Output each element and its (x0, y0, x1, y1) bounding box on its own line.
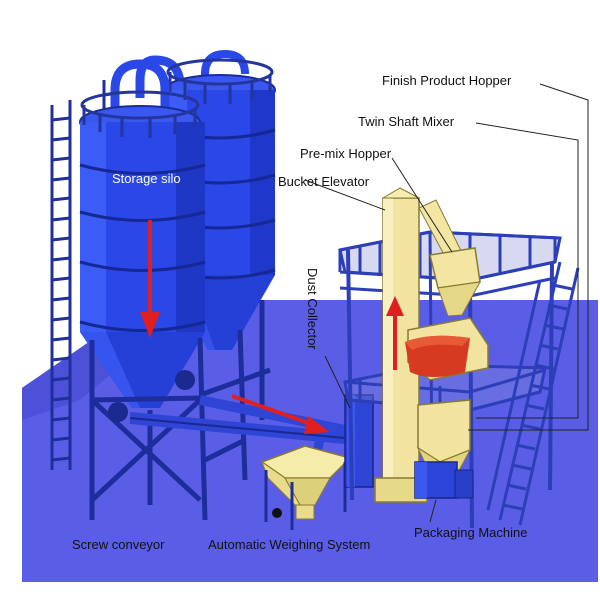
label-automatic-weighing-system: Automatic Weighing System (208, 537, 371, 552)
flow-arrow-elevator (386, 296, 404, 370)
access-stairs (486, 261, 580, 526)
weighing-hopper (260, 445, 352, 530)
flow-arrow-conveyor (231, 394, 330, 434)
label-screw-conveyor: Screw conveyor (72, 537, 165, 552)
label-bucket-elevator: Bucket Elevator (278, 174, 370, 189)
label-premix-hopper: Pre-mix Hopper (300, 146, 392, 161)
flow-arrow-silo (140, 220, 160, 338)
leader-lines (304, 83, 589, 523)
storage-silo-front (79, 59, 206, 408)
twin-shaft-mixer (405, 317, 489, 381)
packaging-machine (414, 461, 474, 499)
label-finish-product-hopper: Finish Product Hopper (382, 73, 512, 88)
screw-conveyor (129, 395, 347, 466)
label-twin-shaft-mixer: Twin Shaft Mixer (358, 114, 455, 129)
label-packaging-machine: Packaging Machine (414, 525, 528, 540)
label-dust-collector: Dust Collector (305, 268, 320, 350)
silo-ladder-left (50, 100, 72, 470)
motor-unit-left (108, 370, 195, 422)
label-storage-silo: Storage silo (112, 171, 181, 186)
premix-hopper (429, 247, 481, 317)
